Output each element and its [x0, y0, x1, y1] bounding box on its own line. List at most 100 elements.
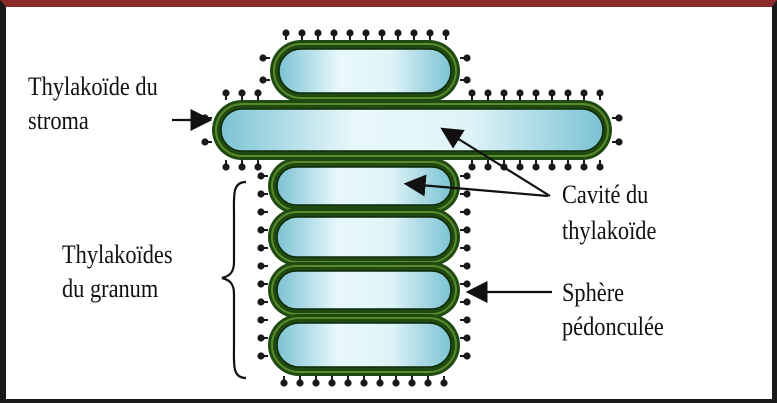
sphere-head: [201, 138, 208, 145]
sphere-head: [259, 76, 266, 83]
sphere-head: [440, 379, 447, 386]
sphere-head: [257, 226, 264, 233]
stalked-sphere: [460, 190, 471, 197]
sphere-head: [463, 54, 470, 61]
sphere-head: [238, 89, 245, 96]
stalked-sphere: [460, 54, 471, 61]
stalked-sphere: [392, 376, 399, 387]
stalked-sphere: [257, 244, 268, 251]
sphere-head: [615, 114, 622, 121]
sphere-head: [222, 89, 229, 96]
sphere-head: [257, 262, 264, 269]
sphere-head: [410, 29, 417, 36]
sphere-head: [463, 76, 470, 83]
stalked-sphere: [296, 376, 303, 387]
top-granum-thylakoid: [270, 40, 460, 102]
label-stroma-thylakoid-line2: stroma: [28, 106, 89, 135]
sphere-head: [463, 262, 470, 269]
stalked-sphere: [596, 89, 603, 100]
sphere-head: [222, 163, 229, 170]
sphere-head: [463, 244, 470, 251]
sphere-head: [257, 172, 264, 179]
thylakoid-lumen: [279, 49, 451, 93]
sphere-head: [580, 89, 587, 96]
stalked-sphere: [222, 89, 229, 100]
sphere-head: [257, 352, 264, 359]
sphere-head: [564, 89, 571, 96]
stalked-sphere: [394, 29, 401, 40]
stalked-sphere: [426, 29, 433, 40]
sphere-head: [615, 138, 622, 145]
stalked-sphere: [580, 160, 587, 171]
stalked-sphere: [257, 172, 268, 179]
stalked-sphere: [280, 376, 287, 387]
stalked-sphere: [254, 160, 261, 171]
stalked-sphere: [238, 89, 245, 100]
stalked-sphere: [238, 160, 245, 171]
sphere-head: [280, 379, 287, 386]
thylakoid-lumen: [221, 109, 603, 151]
stalked-sphere: [460, 352, 471, 359]
stalked-sphere: [484, 160, 491, 171]
sphere-head: [484, 163, 491, 170]
stalked-sphere: [312, 376, 319, 387]
stalked-sphere: [257, 208, 268, 215]
sphere-head: [394, 29, 401, 36]
sphere-head: [468, 163, 475, 170]
sphere-head: [463, 208, 470, 215]
stalked-sphere: [460, 280, 471, 287]
stalked-sphere: [460, 172, 471, 179]
sphere-head: [296, 379, 303, 386]
sphere-head: [378, 29, 385, 36]
sphere-head: [346, 29, 353, 36]
stalked-sphere: [410, 29, 417, 40]
stalked-sphere: [424, 376, 431, 387]
stalked-sphere: [460, 316, 471, 323]
granum-thylakoid-2: [268, 208, 460, 266]
sphere-head: [500, 89, 507, 96]
sphere-head: [463, 298, 470, 305]
stalked-sphere: [548, 160, 555, 171]
stalked-sphere: [259, 54, 270, 61]
label-sphere-line1: Sphère: [562, 278, 624, 307]
sphere-head: [548, 89, 555, 96]
granum-thylakoid-4: [268, 314, 460, 376]
stalked-sphere: [442, 29, 449, 40]
sphere-head: [257, 190, 264, 197]
thylakoid-lumen: [277, 217, 451, 257]
stalked-sphere: [257, 262, 268, 269]
stalked-sphere: [201, 138, 212, 145]
sphere-head: [257, 334, 264, 341]
sphere-head: [463, 190, 470, 197]
sphere-head: [532, 163, 539, 170]
stalked-sphere: [222, 160, 229, 171]
stalked-sphere: [344, 376, 351, 387]
stalked-sphere: [460, 226, 471, 233]
sphere-head: [468, 89, 475, 96]
stalked-sphere: [460, 208, 471, 215]
sphere-head: [463, 316, 470, 323]
stalked-sphere: [282, 29, 289, 40]
sphere-head: [254, 89, 261, 96]
sphere-head: [282, 29, 289, 36]
stalked-sphere: [257, 226, 268, 233]
stalked-sphere: [460, 76, 471, 83]
sphere-head: [516, 89, 523, 96]
sphere-head: [463, 334, 470, 341]
sphere-head: [259, 54, 266, 61]
stalked-sphere: [330, 29, 337, 40]
stalked-sphere: [328, 376, 335, 387]
granum-brace: [222, 182, 246, 378]
stalked-sphere: [532, 89, 539, 100]
label-granum-line2: du granum: [62, 274, 158, 303]
stalked-sphere: [257, 280, 268, 287]
sphere-head: [548, 163, 555, 170]
sphere-head: [516, 163, 523, 170]
sphere-head: [424, 379, 431, 386]
stalked-sphere: [440, 376, 447, 387]
sphere-head: [426, 29, 433, 36]
sphere-head: [596, 163, 603, 170]
sphere-head: [532, 89, 539, 96]
label-sphere-line2: pédonculée: [562, 312, 664, 341]
